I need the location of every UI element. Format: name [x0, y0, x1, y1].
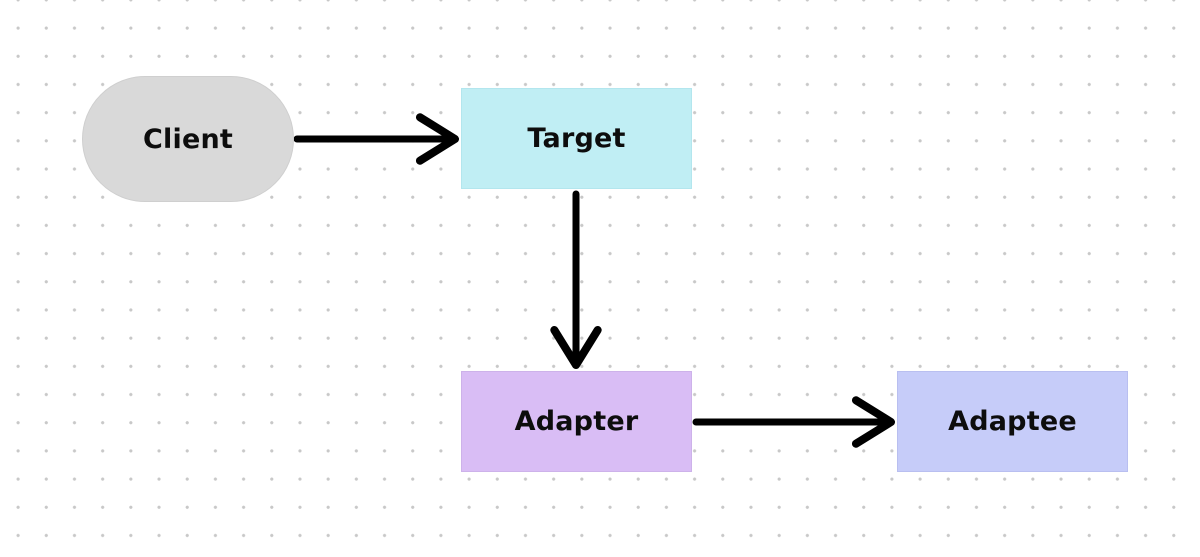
client-node: Client — [82, 76, 294, 202]
adapter-node: Adapter — [461, 371, 692, 472]
adaptee-node: Adaptee — [897, 371, 1128, 472]
target-node: Target — [461, 88, 692, 189]
target-label: Target — [527, 123, 626, 154]
adapter-label: Adapter — [514, 406, 639, 437]
adaptee-label: Adaptee — [948, 406, 1077, 437]
client-label: Client — [143, 123, 233, 155]
